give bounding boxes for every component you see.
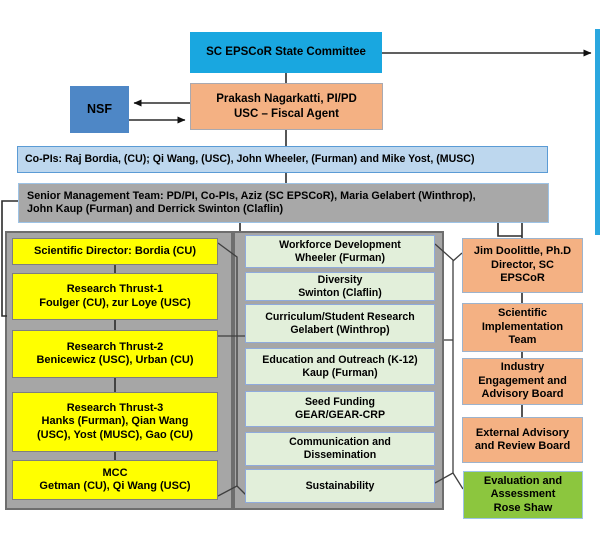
thrust3-line-3: (USC), Yost (MUSC), Gao (CU) [36, 428, 194, 441]
sustainability-label: Sustainability [305, 479, 375, 492]
education-line-1: Education and Outreach (K-12) [262, 353, 418, 366]
side-blue-bar [595, 29, 600, 235]
industry-line-1: Industry [500, 361, 545, 374]
mcc-box: MCC Getman (CU), Qi Wang (USC) [12, 460, 218, 500]
workforce-line-1: Workforce Development [279, 238, 401, 251]
jog-senior-to-director [497, 223, 522, 237]
mcc-line-1: MCC [102, 466, 128, 479]
seed-line-2: GEAR/GEAR-CRP [294, 409, 386, 421]
scientific-director-box: Scientific Director: Bordia (CU) [12, 238, 218, 265]
education-outreach-box: Education and Outreach (K-12) Kaup (Furm… [245, 348, 435, 385]
diversity-box: Diversity Swinton (Claflin) [245, 272, 435, 301]
education-line-2: Kaup (Furman) [302, 366, 378, 379]
mcc-line-2: Getman (CU), Qi Wang (USC) [39, 480, 191, 492]
director-line-2: Director, SC [491, 258, 554, 271]
industry-engagement-box: Industry Engagement and Advisory Board [462, 358, 583, 405]
bracket-right-foot [452, 472, 464, 490]
seed-funding-box: Seed Funding GEAR/GEAR-CRP [245, 391, 435, 427]
workforce-development-box: Workforce Development Wheeler (Furman) [245, 235, 435, 268]
thrust3-line-2: Hanks (Furman), Qian Wang [41, 415, 189, 428]
nsf-box: NSF [70, 86, 129, 133]
bracket-right-top-link [452, 252, 463, 262]
evaluation-line-2: Assessment [490, 488, 556, 501]
pi-fiscal-agent-box: Prakash Nagarkatti, PI/PD USC – Fiscal A… [190, 83, 383, 130]
external-line-2: and Review Board [474, 440, 571, 452]
workforce-line-2: Wheeler (Furman) [294, 251, 386, 264]
pi-line-2: USC – Fiscal Agent [233, 107, 340, 120]
industry-line-3: Advisory Board [481, 388, 564, 401]
scientific-implementation-box: Scientific Implementation Team [462, 303, 583, 352]
curriculum-box: Curriculum/Student Research Gelabert (Wi… [245, 304, 435, 343]
evaluation-line-3: Rose Shaw [493, 501, 553, 514]
external-line-1: External Advisory [475, 426, 570, 439]
sci-impl-line-1: Scientific [498, 307, 547, 320]
curriculum-line-1: Curriculum/Student Research [265, 310, 415, 323]
research-thrust-2-box: Research Thrust-2 Benicewicz (USC), Urba… [12, 330, 218, 378]
thrust1-line-2: Foulger (CU), zur Loye (USC) [39, 296, 191, 309]
sci-impl-line-3: Team [508, 334, 537, 347]
evaluation-assessment-box: Evaluation and Assessment Rose Shaw [463, 471, 583, 519]
director-box: Jim Doolittle, Ph.D Director, SC EPSCoR [462, 238, 583, 293]
state-committee-label: SC EPSCoR State Committee [206, 46, 366, 59]
co-pis-label: Co-PIs: Raj Bordia, (CU); Qi Wang, (USC)… [25, 153, 475, 166]
co-pis-box: Co-PIs: Raj Bordia, (CU); Qi Wang, (USC)… [17, 146, 548, 173]
thrust1-line-1: Research Thrust-1 [66, 283, 164, 296]
communication-box: Communication and Dissemination [245, 432, 435, 466]
research-thrust-1-box: Research Thrust-1 Foulger (CU), zur Loye… [12, 273, 218, 320]
senior-line-1: Senior Management Team: PD/PI, Co-PIs, A… [27, 189, 476, 202]
evaluation-line-1: Evaluation and [483, 474, 563, 487]
industry-line-2: Engagement and [478, 374, 567, 387]
communication-line-2: Dissemination [303, 449, 377, 461]
diversity-line-1: Diversity [317, 273, 363, 286]
state-committee-box: SC EPSCoR State Committee [190, 32, 382, 73]
nsf-label: NSF [87, 101, 112, 116]
thrust2-line-1: Research Thrust-2 [66, 340, 164, 353]
director-line-1: Jim Doolittle, Ph.D [473, 245, 572, 258]
senior-line-2: John Kaup (Furman) and Derrick Swinton (… [27, 203, 284, 215]
diversity-line-2: Swinton (Claflin) [298, 286, 382, 299]
curriculum-line-2: Gelabert (Winthrop) [290, 323, 390, 336]
director-line-3: EPSCoR [500, 272, 545, 285]
sustainability-box: Sustainability [245, 469, 435, 503]
research-thrust-3-box: Research Thrust-3 Hanks (Furman), Qian W… [12, 392, 218, 452]
external-advisory-box: External Advisory and Review Board [462, 417, 583, 463]
scientific-director-label: Scientific Director: Bordia (CU) [34, 244, 196, 257]
senior-management-box: Senior Management Team: PD/PI, Co-PIs, A… [18, 183, 549, 223]
communication-line-1: Communication and [289, 436, 391, 449]
thrust3-line-1: Research Thrust-3 [66, 401, 164, 414]
seed-line-1: Seed Funding [304, 396, 376, 409]
sci-impl-line-2: Implementation [481, 320, 564, 333]
pi-line-1: Prakash Nagarkatti, PI/PD [216, 93, 357, 106]
thrust2-line-2: Benicewicz (USC), Urban (CU) [36, 354, 194, 366]
